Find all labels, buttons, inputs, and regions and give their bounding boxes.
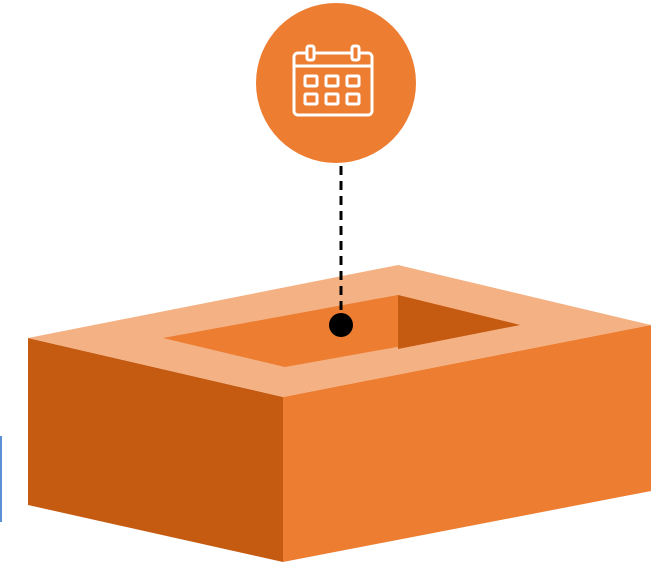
edge-marker [0,436,2,522]
callout-anchor-dot [329,313,353,337]
callout-circle [256,3,416,163]
